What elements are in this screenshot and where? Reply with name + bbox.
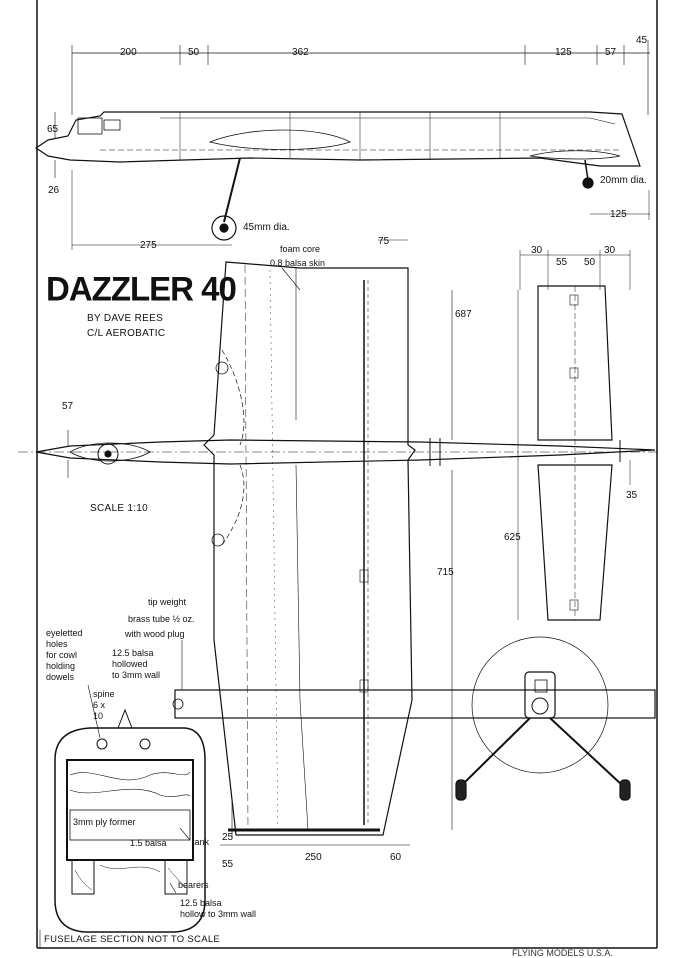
note-tank: tank [192, 837, 210, 847]
border-frame [36, 0, 658, 949]
dim-625: 625 [504, 532, 521, 543]
dim-55: 55 [556, 257, 568, 268]
category-label: C/L AEROBATIC [87, 328, 166, 339]
side-view [34, 40, 650, 250]
dim-45mm-dia: 45mm dia. [243, 222, 290, 233]
dim-200: 200 [120, 47, 137, 58]
front-view [172, 636, 656, 801]
span-dimensions [220, 239, 453, 846]
dim-30-left: 30 [531, 245, 543, 256]
byline: BY DAVE REES [87, 313, 164, 324]
dim-250: 250 [305, 852, 322, 863]
dim-20mm-dia: 20mm dia. [600, 175, 647, 186]
plan-title: DAZZLER 40 [46, 269, 237, 308]
scale-label: SCALE 1:10 [90, 503, 149, 514]
tailplane [517, 250, 631, 621]
dim-65: 65 [47, 124, 59, 135]
top-view-wing [203, 261, 416, 836]
note-brass-tube: brass tube ½ oz. [128, 614, 195, 624]
note-foam-core: foam core [280, 244, 321, 254]
dim-45: 45 [636, 35, 648, 46]
note-balsa-skin: 0.8 balsa skin [270, 258, 326, 268]
dim-26: 26 [48, 185, 60, 196]
dim-57-fuselage: 57 [62, 401, 74, 412]
note-wood-plug: with wood plug [125, 629, 185, 639]
dim-60: 60 [390, 852, 402, 863]
note-balsa-bottom: 12.5 balsa hollow to 3mm wall [180, 898, 257, 919]
dim-275: 275 [140, 240, 157, 251]
note-bearers: bearers [178, 880, 209, 890]
dim-125-top: 125 [555, 47, 572, 58]
top-view-fuselage [18, 430, 660, 478]
dim-75: 75 [378, 236, 390, 247]
dim-57-top: 57 [605, 47, 617, 58]
dim-687: 687 [455, 309, 472, 320]
dim-30-right: 30 [604, 245, 616, 256]
publisher-label: FLYING MODELS U.S.A. [512, 948, 613, 958]
fuselage-section [39, 708, 206, 948]
note-balsa-1-5: 1.5 balsa [130, 838, 167, 848]
dim-125-tail: 125 [610, 209, 627, 220]
dim-50: 50 [188, 47, 200, 58]
note-eyeletted-holes: eyeletted holes for cowl holding dowels [46, 628, 83, 682]
note-spine: spine 6 x 10 [93, 689, 115, 721]
section-title: FUSELAGE SECTION NOT TO SCALE [44, 934, 221, 945]
note-ply-former: 3mm ply former [73, 817, 136, 827]
dim-35: 35 [626, 490, 638, 501]
note-tip-weight: tip weight [148, 597, 187, 607]
leader-lines [87, 267, 301, 894]
note-balsa-hollowed: 12.5 balsa hollowed to 3mm wall [112, 648, 161, 680]
dim-25: 25 [222, 832, 234, 843]
dim-362: 362 [292, 47, 309, 58]
dim-55-root: 55 [222, 859, 234, 870]
dim-715: 715 [437, 567, 454, 578]
dim-50-tail: 50 [584, 257, 596, 268]
